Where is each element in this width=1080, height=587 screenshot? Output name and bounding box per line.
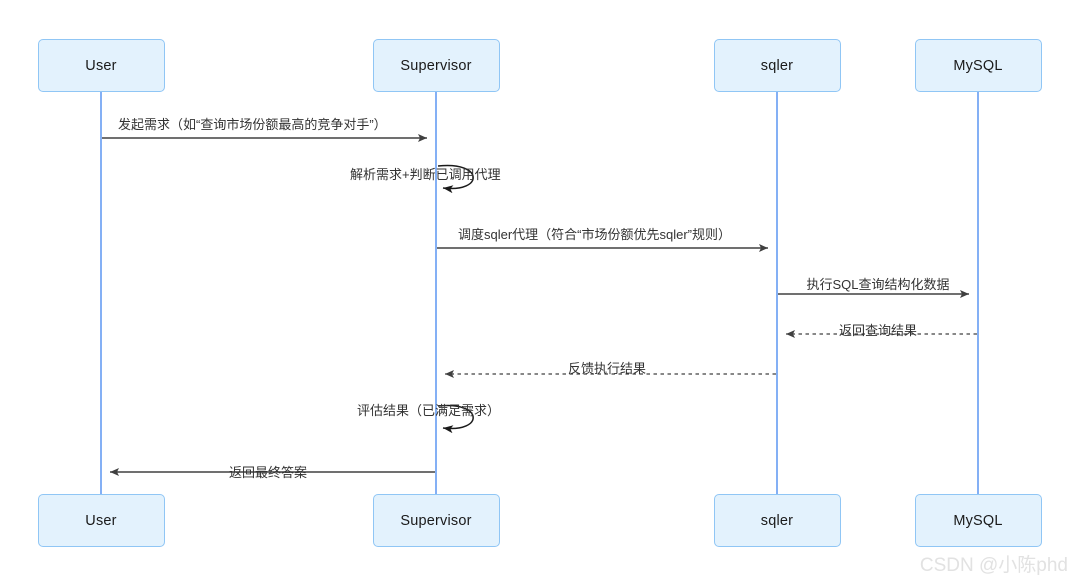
actor-label-supervisor: Supervisor <box>400 512 472 529</box>
actor-label-sqler: sqler <box>760 512 794 529</box>
actor-label-sqler: sqler <box>760 57 794 74</box>
message-arrow-self-2 <box>437 164 474 194</box>
messages-group <box>102 134 977 476</box>
actor-box-user-top[interactable]: User <box>37 39 165 92</box>
message-label-1: 发起需求（如“查询市场份额最高的竞争对手”） <box>118 117 387 132</box>
actor-box-mysql-bottom[interactable]: MySQL <box>914 494 1042 547</box>
actor-box-supervisor-top[interactable]: Supervisor <box>372 39 500 92</box>
actor-label-user: User <box>85 512 117 529</box>
actor-box-user-bottom[interactable]: User <box>37 494 165 547</box>
actor-label-mysql: MySQL <box>953 512 1003 529</box>
actor-box-supervisor-bottom[interactable]: Supervisor <box>372 494 500 547</box>
message-label-8: 返回最终答案 <box>228 465 308 480</box>
watermark: CSDN @小陈phd <box>919 555 1068 576</box>
actor-label-supervisor: Supervisor <box>400 57 472 74</box>
lifelines-group <box>100 92 979 494</box>
message-arrow-self-7 <box>437 404 474 434</box>
message-label-6: 反馈执行结果 <box>567 361 647 376</box>
message-label-7: 评估结果（已满足需求） <box>357 403 501 418</box>
message-label-5: 返回查询结果 <box>838 323 918 338</box>
actor-box-sqler-bottom[interactable]: sqler <box>713 494 841 547</box>
actor-label-mysql: MySQL <box>953 57 1003 74</box>
message-label-4: 执行SQL查询结构化数据 <box>806 277 950 292</box>
actor-label-user: User <box>85 57 117 74</box>
actor-box-sqler-top[interactable]: sqler <box>713 39 841 92</box>
message-label-3: 调度sqler代理（符合“市场份额优先sqler”规则） <box>458 227 732 242</box>
actor-box-mysql-top[interactable]: MySQL <box>914 39 1042 92</box>
message-label-2: 解析需求+判断已调用代理 <box>350 167 501 182</box>
